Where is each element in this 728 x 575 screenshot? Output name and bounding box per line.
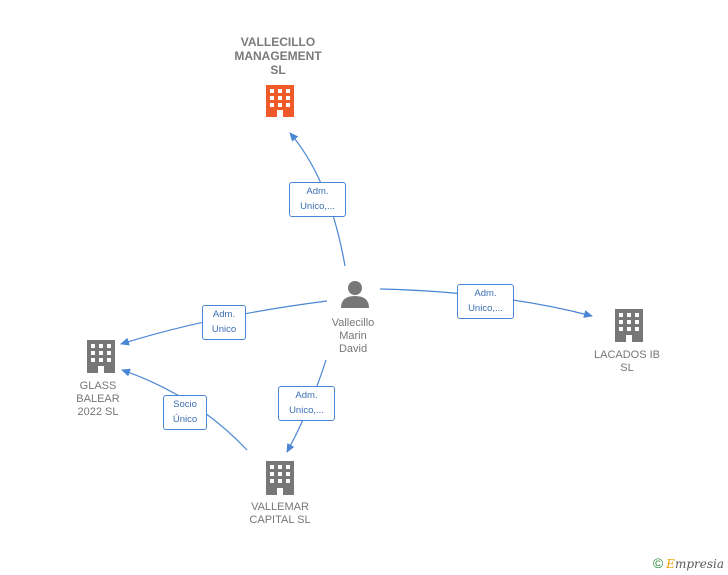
label-line: Vallecillo [331, 317, 375, 329]
building-icon-lacados [615, 309, 643, 342]
label-line: 2022 SL [77, 406, 119, 418]
label-line: VALLECILLO [240, 35, 316, 49]
edge-label-line: Único [172, 414, 198, 425]
edge-label-line: Unico,... [300, 201, 335, 212]
node-label-vallemar[interactable]: VALLEMAR CAPITAL SL [235, 501, 325, 527]
building-icon-glass [87, 340, 115, 373]
edge-label-vallemar-glass[interactable]: Socio Único [163, 395, 207, 430]
edge-label-line: Unico [211, 324, 237, 335]
edge-label-line: Adm. [474, 288, 497, 299]
building-icon-vallemar [266, 461, 294, 495]
label-line: LACADOS IB [593, 349, 661, 361]
edge-label-line: Adm. [212, 309, 236, 320]
edge-label-line: Adm. [295, 390, 318, 401]
label-line: VALLEMAR [251, 501, 309, 513]
edge-label-line: Socio [173, 399, 197, 410]
edge-label-to-vallemar[interactable]: Adm. Unico,... [278, 386, 335, 421]
building-icon-main [266, 85, 294, 117]
label-line: SL [620, 362, 634, 374]
node-label-person[interactable]: Vallecillo Marin David [313, 317, 393, 356]
edge-label-to-glass[interactable]: Adm. Unico [202, 305, 246, 340]
edge-label-line: Adm. [306, 186, 329, 197]
footer-brand[interactable]: ©Empresia [653, 555, 724, 571]
edge-label-line: Unico,... [468, 303, 503, 314]
label-line: CAPITAL SL [249, 514, 311, 526]
label-line: MANAGEMENT [234, 49, 322, 63]
label-line: SL [270, 63, 286, 77]
brand-logo: Empresia [666, 557, 724, 571]
copyright-symbol: © [652, 555, 664, 571]
node-label-lacados[interactable]: LACADOS IB SL [582, 349, 672, 375]
label-line: GLASS [79, 380, 117, 392]
edge-label-to-lacados[interactable]: Adm. Unico,... [457, 284, 514, 319]
person-icon [341, 281, 369, 308]
label-line: Marin [339, 330, 367, 342]
brand-rest: mpresia [674, 557, 724, 571]
edge-label-line: Unico,... [289, 405, 324, 416]
brand-first-letter: E [666, 557, 675, 571]
node-label-main[interactable]: VALLECILLO MANAGEMENT SL [222, 35, 334, 77]
node-label-glass[interactable]: GLASS BALEAR 2022 SL [58, 380, 138, 419]
edge-label-to-main[interactable]: Adm. Unico,... [289, 182, 346, 217]
label-line: BALEAR [76, 393, 120, 405]
label-line: David [338, 343, 368, 355]
